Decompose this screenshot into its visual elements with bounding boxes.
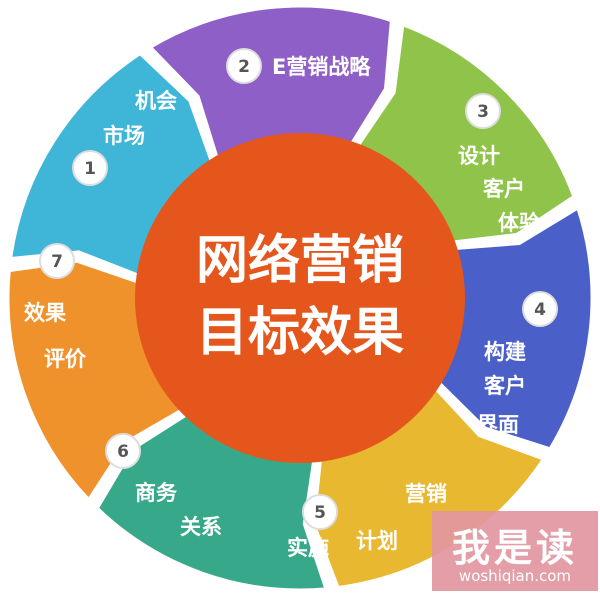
- watermark: 我是读 woshiqian.com: [432, 511, 598, 591]
- segment-4-label-line3: 界面: [477, 413, 519, 437]
- segment-3-number: 3: [477, 102, 489, 122]
- segment-5-label-line3: 实施: [287, 536, 329, 560]
- segment-1-label-line1: 机会: [135, 89, 177, 113]
- segment-4-label-line1: 构建: [484, 340, 526, 364]
- segment-3-label-line1: 设计: [458, 144, 500, 168]
- segment-5-label-line1: 营销: [405, 482, 447, 506]
- segment-6-number-badge: 6: [105, 433, 141, 469]
- center-title-line2: 目标效果: [196, 303, 404, 363]
- segment-1-number: 1: [84, 159, 96, 179]
- segment-7-number: 7: [51, 252, 63, 272]
- segment-4-label-line2: 客户: [484, 374, 526, 398]
- segment-4-number: 4: [534, 300, 546, 320]
- segment-3-label-line2: 客户: [483, 177, 525, 201]
- segment-2-number: 2: [238, 57, 250, 77]
- segment-3-number-badge: 3: [465, 93, 501, 129]
- segment-6-number: 6: [117, 442, 129, 462]
- watermark-text: 我是读: [451, 525, 578, 570]
- center-title-line1: 网络营销: [196, 231, 404, 291]
- segment-5-label-line2: 计划: [356, 529, 398, 553]
- segment-1-number-badge: 1: [72, 150, 108, 186]
- segment-2-number-badge: 2: [226, 48, 262, 84]
- segment-2-label: E营销战略: [272, 55, 371, 79]
- segment-7-label-line1: 效果: [24, 301, 66, 325]
- segment-5-number: 5: [314, 503, 326, 523]
- center-circle: [135, 133, 465, 463]
- segment-6-label-line1: 商务: [135, 481, 178, 505]
- watermark-url: woshiqian.com: [458, 567, 572, 585]
- segment-6-label-line2: 关系: [180, 515, 222, 539]
- segment-3-label-line3: 体验: [498, 211, 540, 235]
- segment-7-number-badge: 7: [39, 243, 75, 279]
- segment-7-label-line2: 评价: [44, 347, 87, 371]
- segment-labels: 1 机会 市场 2 E营销战略 3 设计 客户 体验 4 构建 客户 界面 5: [24, 48, 558, 560]
- segment-5-number-badge: 5: [302, 494, 338, 530]
- segment-4-number-badge: 4: [522, 291, 558, 327]
- segment-1-label-line2: 市场: [103, 124, 145, 148]
